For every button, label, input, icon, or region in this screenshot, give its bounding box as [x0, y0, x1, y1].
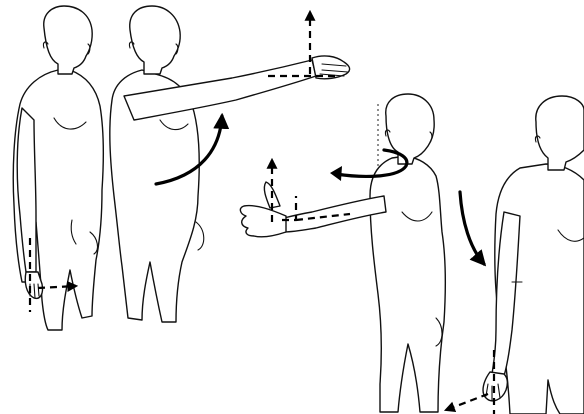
figure-3-hand: [240, 206, 286, 237]
motion-6-curved-down: [460, 192, 484, 264]
figure-1-head: [44, 6, 92, 74]
figure-2-arm-raised-forward: [110, 6, 350, 322]
figure-4-hand: [483, 372, 507, 401]
figure-2-buttock-line: [196, 222, 204, 250]
figure-4-arm-lowered: [483, 96, 584, 414]
figure-2-head: [130, 6, 180, 74]
figure-3-body: [370, 156, 445, 412]
figure-3-head: [386, 94, 434, 164]
figure-3-arm-sideways: [240, 94, 445, 412]
figure-4-head: [536, 96, 584, 170]
figure-1-standing-arm-down: [13, 6, 103, 330]
